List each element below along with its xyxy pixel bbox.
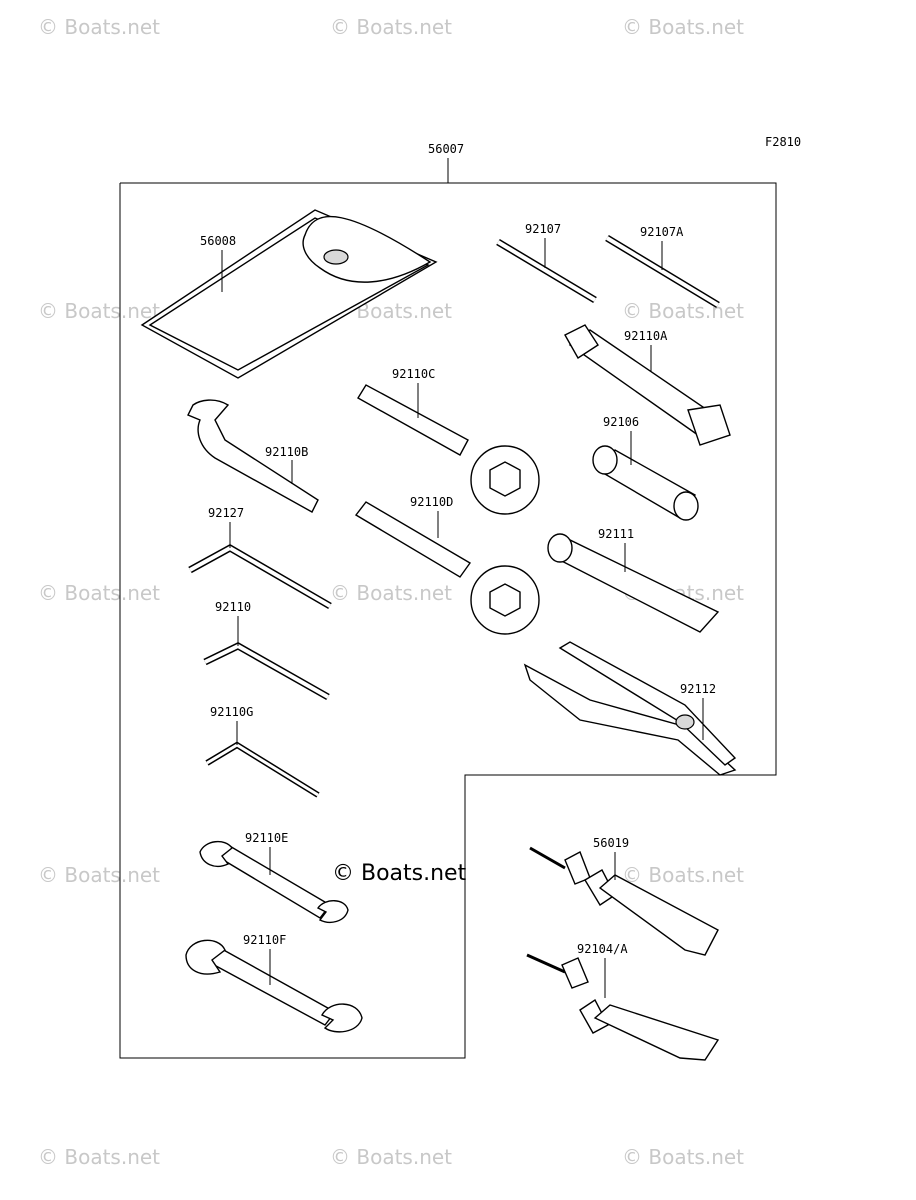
hex-key-92127 [188,543,332,610]
hook-wrench-92110b [187,399,319,513]
ring-wrench-92110d [354,501,540,635]
screwdriver-92107 [496,238,597,304]
figure-code: F2810 [765,135,801,149]
label-92104a: 92104/A [577,942,628,956]
label-56008: 56008 [200,234,236,248]
label-92111: 92111 [598,527,634,541]
label-92110b: 92110B [265,445,308,459]
plug-wrench-92110a [564,324,731,446]
watermark: © Boats.net [622,299,744,323]
center-watermark: © Boats.net [332,861,467,886]
open-wrench-92110e [199,841,349,923]
label-92110g: 92110G [210,705,253,719]
watermark: © Boats.net [622,1145,744,1169]
ring-wrench-92110c [357,384,540,515]
open-wrench-92110f [185,939,363,1033]
watermark: © Boats.net [38,863,160,887]
watermark: © Boats.net [622,863,744,887]
label-92107: 92107 [525,222,561,236]
watermark: © Boats.net [38,15,160,39]
watermark: © Boats.net [330,581,452,605]
label-92127: 92127 [208,506,244,520]
tube-56019 [529,846,719,956]
watermark: © Boats.net [330,1145,452,1169]
assembly-frame [119,182,777,1059]
watermark: © Boats.net [38,299,160,323]
label-92110a: 92110A [624,329,668,343]
socket-92106 [592,445,699,521]
label-92110f: 92110F [243,933,286,947]
label-56007: 56007 [428,142,464,156]
label-92110d: 92110D [410,495,453,509]
label-92112: 92112 [680,682,716,696]
tool-pouch [140,209,438,379]
label-92107a: 92107A [640,225,684,239]
label-92106: 92106 [603,415,639,429]
hex-key-92110g [205,741,320,798]
screwdriver-92107a [605,235,720,308]
pliers-92112 [523,641,737,776]
watermark: © Boats.net [38,1145,160,1169]
watermark: © Boats.net [38,581,160,605]
watermark: © Boats.net [330,15,452,39]
watermark: © Boats.net [622,15,744,39]
handle-92111 [547,533,720,633]
label-56019: 56019 [593,836,629,850]
label-92110: 92110 [215,600,251,614]
hex-key-92110 [203,642,330,701]
tube-92104a [526,953,720,1061]
label-92110e: 92110E [245,831,288,845]
label-92110c: 92110C [392,367,435,381]
